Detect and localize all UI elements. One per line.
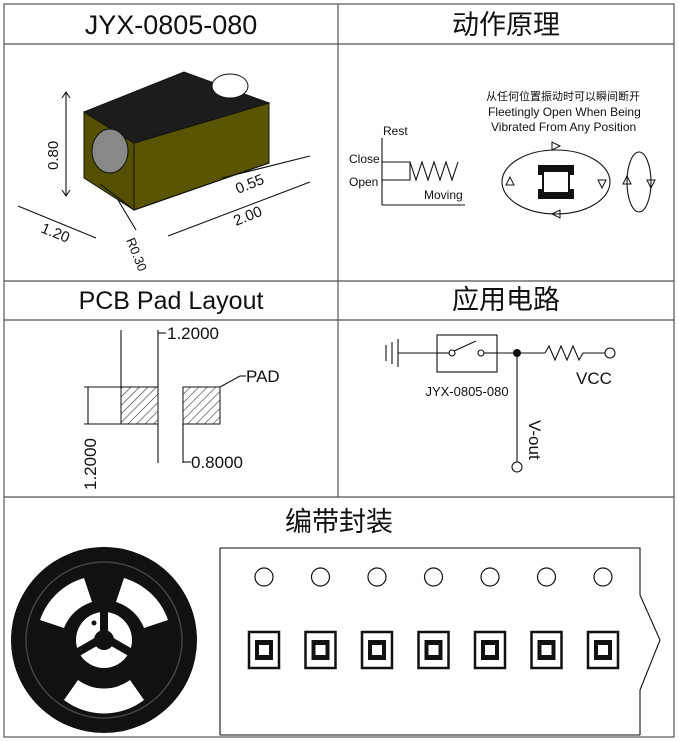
resistor bbox=[544, 344, 605, 362]
note-english-2: Vibrated From Any Position bbox=[491, 120, 636, 134]
dim-pad-height: 1.2000 bbox=[81, 438, 100, 490]
pad-label: PAD bbox=[246, 367, 280, 386]
arrow-icon bbox=[597, 179, 607, 190]
arrow-icon bbox=[505, 175, 515, 186]
dim-length: 2.00 bbox=[231, 203, 264, 230]
action-principle-graph: Rest Close Open Moving bbox=[349, 124, 465, 206]
label-open: Open bbox=[349, 175, 378, 189]
component-3d-drawing bbox=[82, 71, 271, 211]
vcc-label: VCC bbox=[576, 369, 612, 388]
sprocket-hole bbox=[310, 567, 331, 587]
sprocket-hole bbox=[367, 567, 387, 587]
tape-pocket bbox=[530, 630, 563, 670]
sprocket-hole bbox=[480, 567, 500, 587]
note-chinese: 从任何位置振动时可以瞬间断开 bbox=[486, 89, 640, 103]
tape-pocket bbox=[247, 630, 281, 670]
switch-label: JYX-0805-080 bbox=[425, 384, 508, 399]
tape-pocket bbox=[586, 630, 620, 670]
tape-pockets bbox=[247, 630, 620, 670]
terminal-notch-back bbox=[211, 73, 249, 99]
pad-right bbox=[182, 386, 221, 425]
arrow-icon bbox=[646, 179, 656, 190]
rotation-diagram bbox=[501, 141, 656, 219]
sprocket-hole bbox=[254, 567, 274, 587]
arrow-icon bbox=[622, 174, 632, 185]
dim-width: 1.20 bbox=[39, 220, 72, 247]
arrow-icon bbox=[551, 141, 562, 151]
tape-pocket bbox=[417, 630, 450, 670]
label-rest: Rest bbox=[383, 124, 408, 138]
packaging-title: 编带封装 bbox=[285, 507, 393, 537]
tape-pocket bbox=[304, 630, 337, 670]
dim-pad: 0.55 bbox=[233, 171, 266, 198]
dim-height: 0.80 bbox=[45, 141, 62, 170]
dim-pad-gap: 0.8000 bbox=[191, 453, 243, 472]
label-close: Close bbox=[349, 152, 380, 166]
principle-title: 动作原理 bbox=[452, 10, 560, 40]
vout-terminal bbox=[511, 461, 523, 473]
sprocket-hole bbox=[423, 567, 444, 587]
table-grid bbox=[3, 3, 675, 738]
circuit-title: 应用电路 bbox=[452, 285, 560, 315]
carrier-tape bbox=[219, 547, 661, 736]
dim-radius: R0.30 bbox=[123, 236, 150, 274]
vcc-terminal bbox=[604, 347, 616, 359]
dimensions-title: JYX-0805-080 bbox=[85, 10, 258, 40]
sprocket-hole bbox=[536, 567, 557, 587]
note-english-1: Fleetingly Open When Being bbox=[488, 105, 641, 119]
dim-pad-width: 1.2000 bbox=[167, 324, 219, 343]
tape-pocket bbox=[360, 630, 394, 670]
vibration-wave bbox=[409, 160, 459, 182]
tape-pocket bbox=[473, 630, 507, 670]
sprocket-hole bbox=[593, 567, 613, 587]
pad-left bbox=[120, 386, 159, 425]
label-moving: Moving bbox=[424, 188, 463, 202]
terminal-notch-front bbox=[91, 128, 129, 174]
sprocket-holes bbox=[254, 567, 613, 587]
pcb-title: PCB Pad Layout bbox=[79, 287, 264, 315]
vout-label: V-out bbox=[525, 420, 544, 460]
tape-reel bbox=[11, 547, 197, 733]
action-principle-note: 从任何位置振动时可以瞬间断开 Fleetingly Open When Bein… bbox=[486, 89, 641, 134]
arrow-icon bbox=[550, 209, 561, 219]
pcb-pad-layout: 1.2000 PAD 0.8000 1.2000 bbox=[81, 324, 280, 490]
application-circuit: JYX-0805-080 VCC V-out bbox=[385, 334, 616, 473]
